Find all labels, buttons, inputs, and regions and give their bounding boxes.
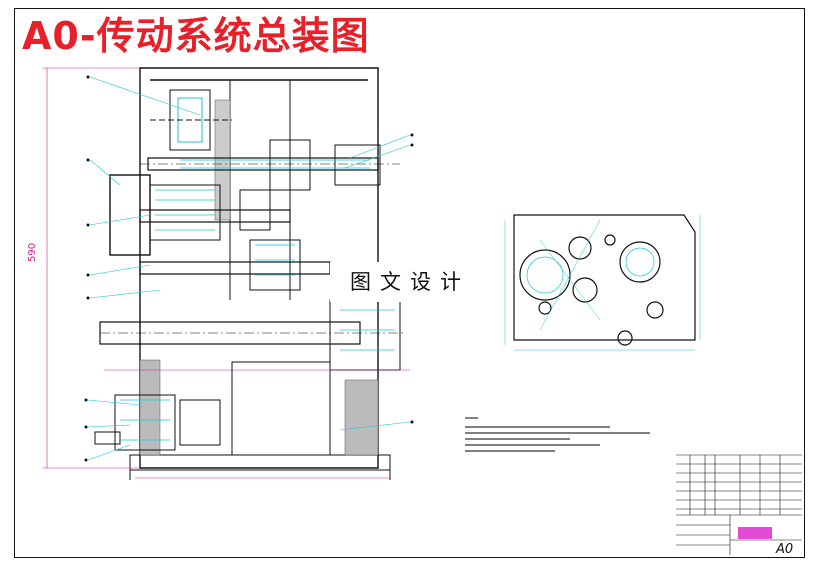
title-block-drawing-name xyxy=(738,527,772,539)
side-view xyxy=(513,214,696,346)
part-number-marks xyxy=(84,75,414,462)
leader-lines xyxy=(87,76,411,461)
side-view-dimensions xyxy=(504,215,701,351)
gear-teeth-detail xyxy=(120,159,395,441)
overall-height-dimension: 590 xyxy=(27,242,38,262)
gearbox-housing xyxy=(129,67,391,480)
dimension-lines xyxy=(42,67,410,479)
title-block-grid xyxy=(676,454,802,555)
shafts xyxy=(99,157,405,345)
top-motor-unit xyxy=(150,89,232,151)
technical-notes xyxy=(465,417,650,452)
title-block-drawing-size: A0 xyxy=(776,542,794,557)
drawing-border xyxy=(14,8,805,558)
watermark-text: 图文设计 xyxy=(330,262,490,302)
drawing-title: A0-传动系统总装图 xyxy=(22,14,370,58)
